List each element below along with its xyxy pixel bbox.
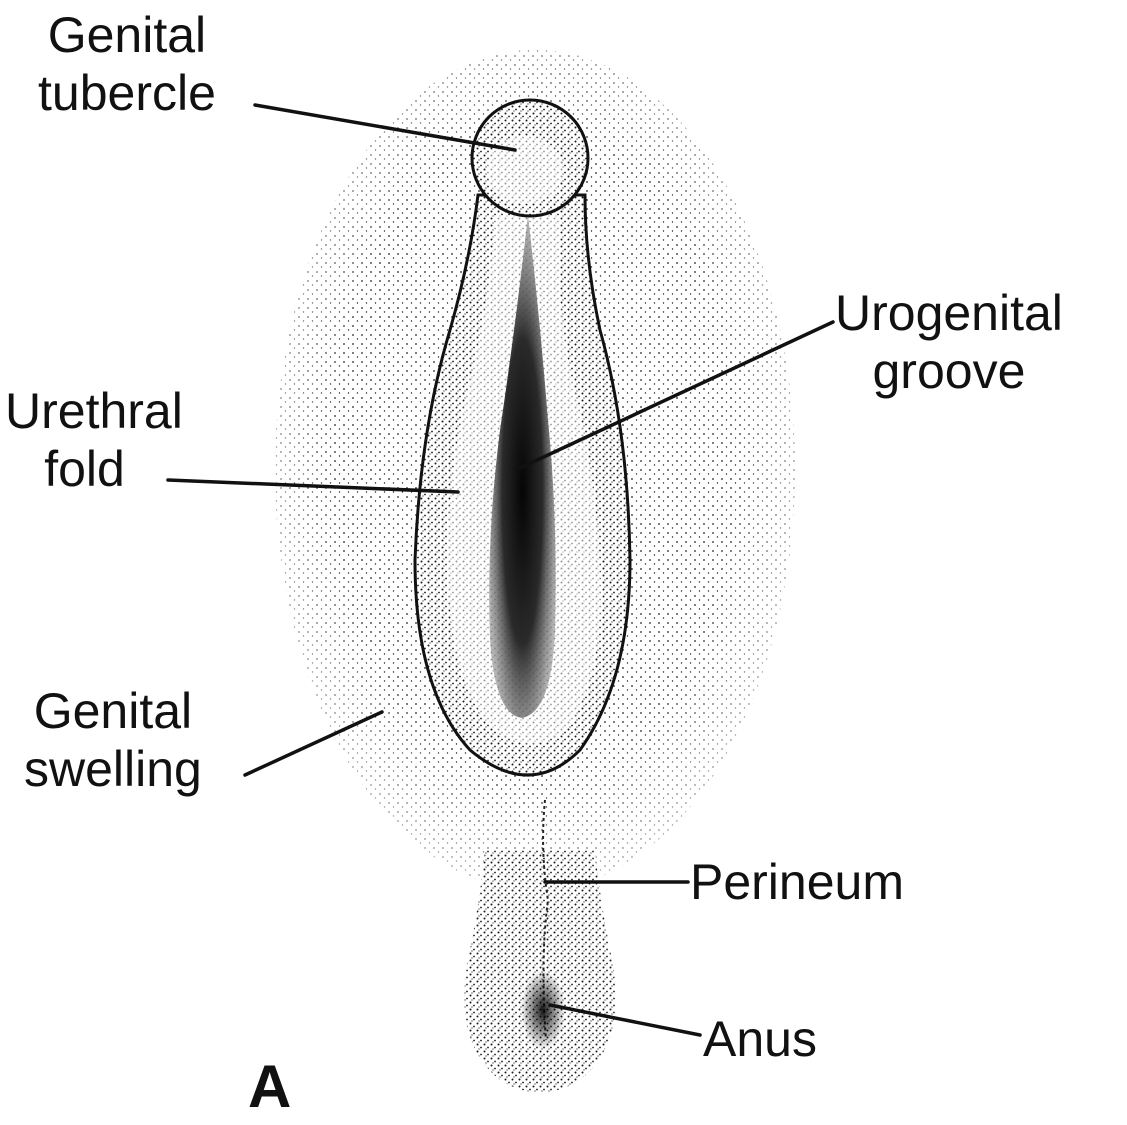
label-urogenital-groove: Urogenital groove	[835, 284, 1063, 400]
label-genital-swelling: Genital swelling	[24, 682, 202, 798]
label-urethral-fold: Urethral fold	[5, 382, 183, 498]
label-perineum: Perineum	[690, 853, 904, 911]
label-genital-tubercle: Genital tubercle	[38, 6, 216, 122]
label-anus: Anus	[703, 1010, 817, 1068]
anus-shape	[521, 970, 565, 1050]
panel-letter: A	[248, 1052, 291, 1121]
